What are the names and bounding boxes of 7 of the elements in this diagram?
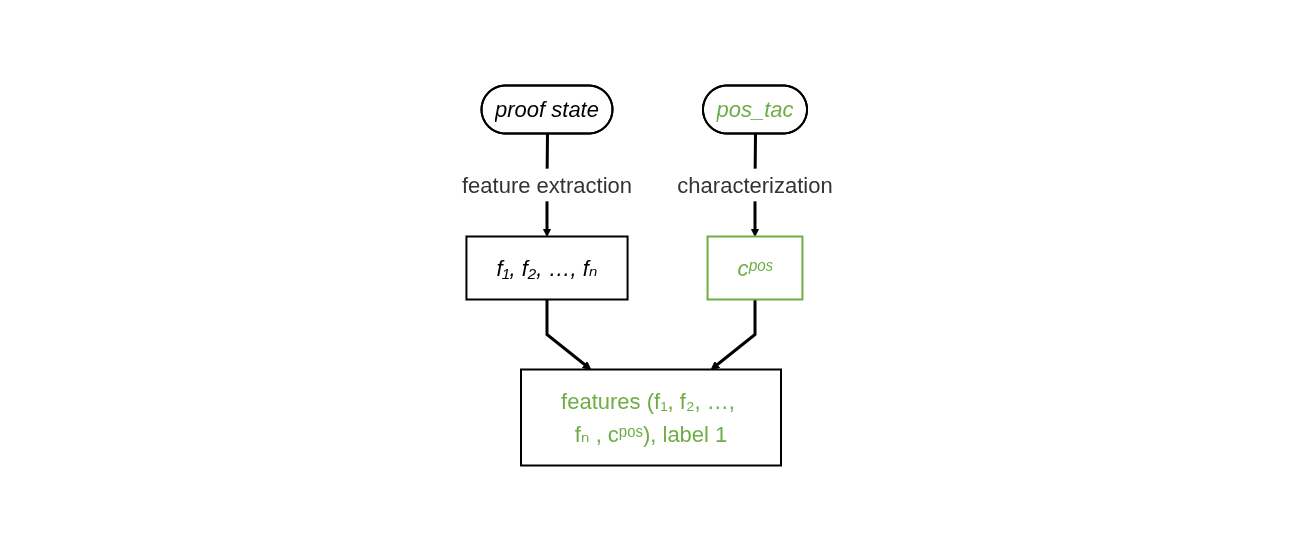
edge-label: characterization xyxy=(677,172,833,198)
arrow xyxy=(545,299,591,370)
node-box: f₁, f₂, …, fₙ xyxy=(465,235,629,301)
arrow xyxy=(710,299,757,370)
node-box: features (f₁, f₂, …, fₙ , cᵖᵒˢ), label 1 xyxy=(519,368,782,467)
node-box: cᵖᵒˢ xyxy=(706,235,804,301)
edge-label: feature extraction xyxy=(461,172,632,198)
